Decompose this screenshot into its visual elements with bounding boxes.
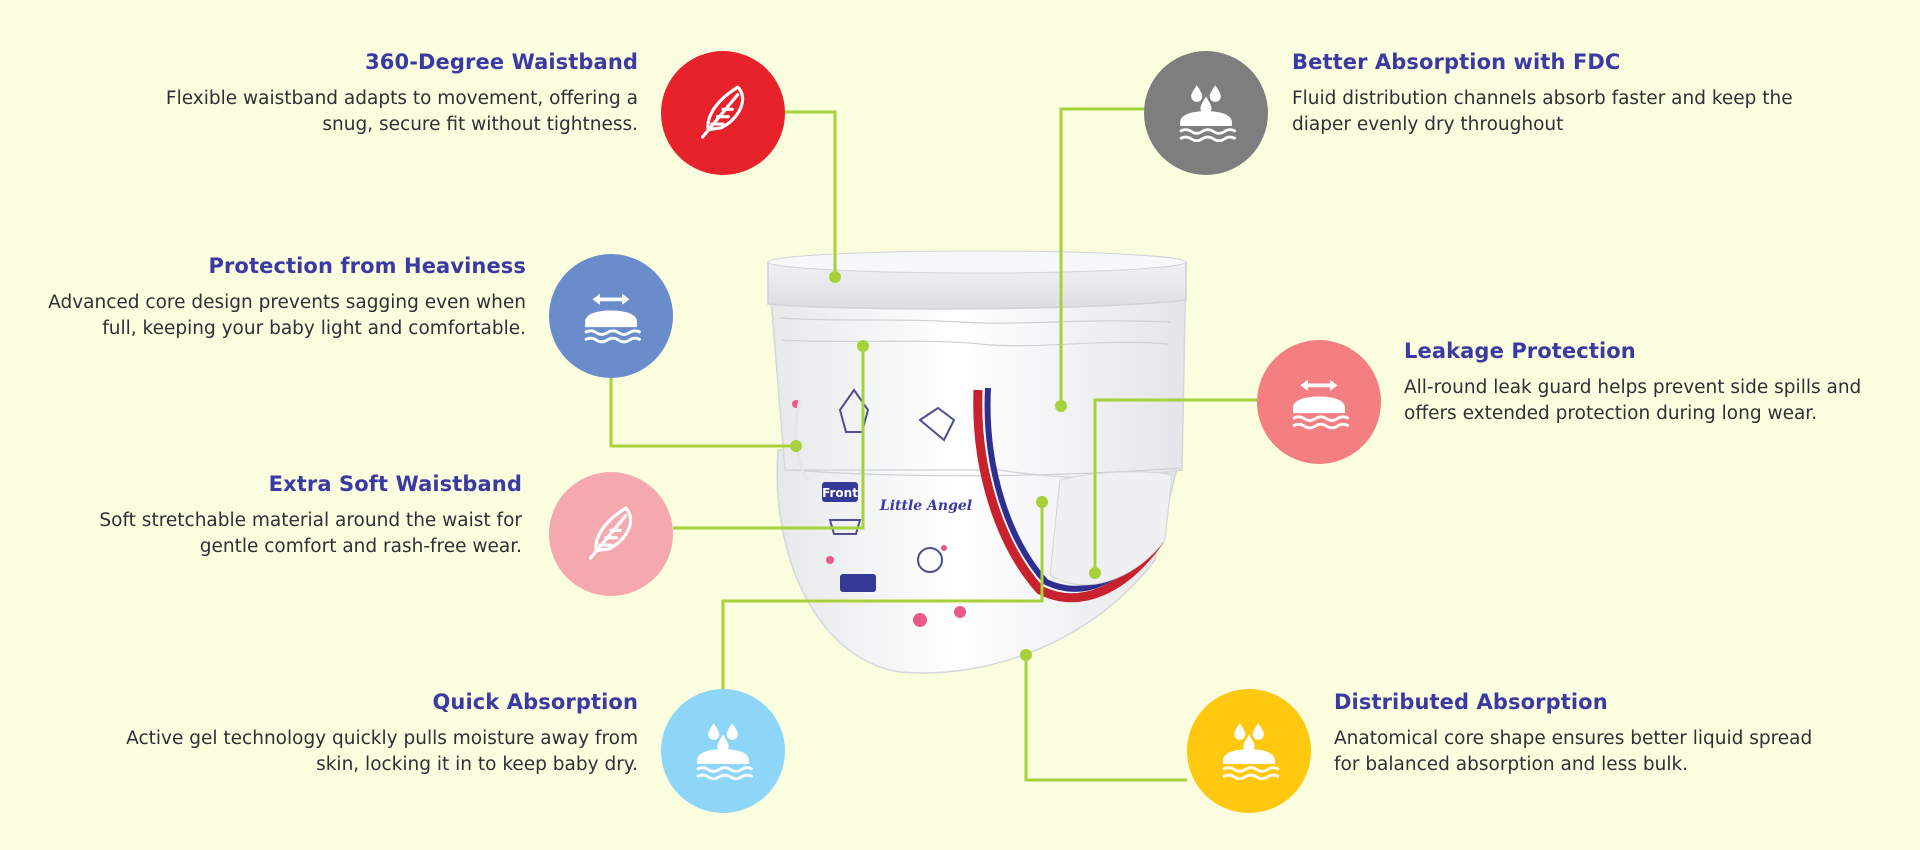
core-expand-icon <box>549 254 673 378</box>
feature-description: Advanced core design prevents sagging ev… <box>48 292 526 339</box>
feature-title: Leakage Protection <box>1404 339 1636 363</box>
connector-dot <box>857 340 869 352</box>
connector-dot <box>1036 496 1048 508</box>
feature-title: Better Absorption with FDC <box>1292 50 1621 74</box>
connector-line-overlay <box>1093 398 1257 573</box>
feature-title: Quick Absorption <box>432 690 638 714</box>
core-expand-icon <box>1257 340 1381 464</box>
feature-description: All-round leak guard helps prevent side … <box>1404 377 1862 424</box>
feature-leakage-protection: Leakage Protection All-round leak guard … <box>1404 339 1904 427</box>
brand-text: Little Angel <box>879 498 972 514</box>
connector-line-overlay <box>721 502 1044 689</box>
front-label: Front <box>822 486 858 500</box>
feature-title: 360-Degree Waistband <box>365 50 638 74</box>
feature-description: Flexible waistband adapts to movement, o… <box>165 88 638 135</box>
feather-icon <box>549 472 673 596</box>
connector-line-overlay <box>673 346 865 530</box>
connector-line-overlay <box>609 378 796 448</box>
absorption-drops-icon <box>1144 51 1268 175</box>
feature-protection-heaviness: Protection from Heaviness Advanced core … <box>20 254 526 342</box>
feather-icon <box>661 51 785 175</box>
connector-dot <box>790 440 802 452</box>
connector-dot <box>1020 649 1032 661</box>
connector-line-overlay <box>1024 655 1187 782</box>
feature-title: Distributed Absorption <box>1334 690 1608 714</box>
connector-dot <box>1089 567 1101 579</box>
absorption-drops-icon <box>661 689 785 813</box>
feature-quick-absorption: Quick Absorption Active gel technology q… <box>120 690 638 778</box>
feature-title: Protection from Heaviness <box>208 254 526 278</box>
connector-line-overlay <box>785 110 837 277</box>
connector-dot <box>1055 400 1067 412</box>
connector-dot <box>829 271 841 283</box>
feature-description: Soft stretchable material around the wai… <box>99 510 522 557</box>
connector-line-overlay <box>1059 107 1144 406</box>
feature-distributed-absorption: Distributed Absorption Anatomical core s… <box>1334 690 1824 778</box>
feature-extra-soft-waistband: Extra Soft Waistband Soft stretchable ma… <box>60 472 522 560</box>
feature-description: Anatomical core shape ensures better liq… <box>1334 728 1813 775</box>
feature-title: Extra Soft Waistband <box>268 472 522 496</box>
absorption-drops-icon <box>1187 689 1311 813</box>
feature-description: Fluid distribution channels absorb faste… <box>1292 88 1793 135</box>
feature-description: Active gel technology quickly pulls mois… <box>126 728 638 775</box>
feature-360-waistband: 360-Degree Waistband Flexible waistband … <box>120 50 638 138</box>
feature-better-absorption-fdc: Better Absorption with FDC Fluid distrib… <box>1292 50 1812 138</box>
